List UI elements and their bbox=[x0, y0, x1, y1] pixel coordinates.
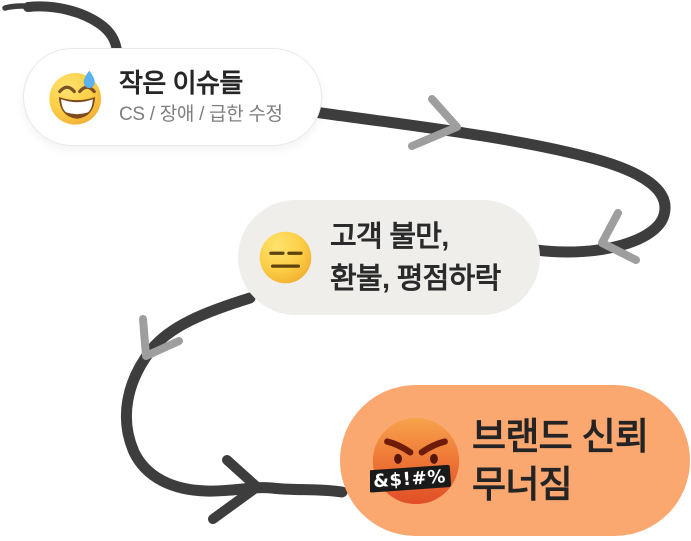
arrow-complaints-to-brand-trust bbox=[120, 292, 348, 498]
grawlix-text: &$!#% bbox=[372, 466, 446, 492]
arrowhead-dark-icon bbox=[208, 455, 262, 524]
node-subtitle: CS / 장애 / 급한 수정 bbox=[119, 104, 283, 125]
face-with-symbols-on-mouth-emoji-icon: &$!#% bbox=[370, 417, 460, 504]
node-title-line: 환불, 평점하락 bbox=[330, 262, 501, 295]
node-title: 작은 이슈들 bbox=[119, 68, 243, 98]
node-brand-trust-collapse: &$!#% 브랜드 신뢰 무너짐 bbox=[340, 385, 690, 536]
node-title-line: 고객 불만, bbox=[330, 220, 449, 253]
arrowhead-chevron-2-icon bbox=[598, 209, 640, 264]
grinning-face-with-sweat-emoji-icon bbox=[49, 70, 102, 125]
arrow-tail-into-small-issues-thick bbox=[23, 1, 122, 57]
arrow-small-issues-to-complaints bbox=[308, 106, 671, 258]
arrowhead-chevron-1-icon bbox=[408, 95, 461, 150]
expressionless-face-emoji-icon bbox=[259, 231, 312, 284]
arrowhead-chevron-3-icon bbox=[139, 315, 183, 360]
node-title-line: 브랜드 신뢰 bbox=[472, 415, 649, 457]
node-customer-complaints: 고객 불만, 환불, 평점하락 bbox=[238, 200, 540, 315]
node-small-issues: 작은 이슈들 CS / 장애 / 급한 수정 bbox=[23, 48, 322, 146]
node-title-line: 무너짐 bbox=[472, 463, 573, 505]
